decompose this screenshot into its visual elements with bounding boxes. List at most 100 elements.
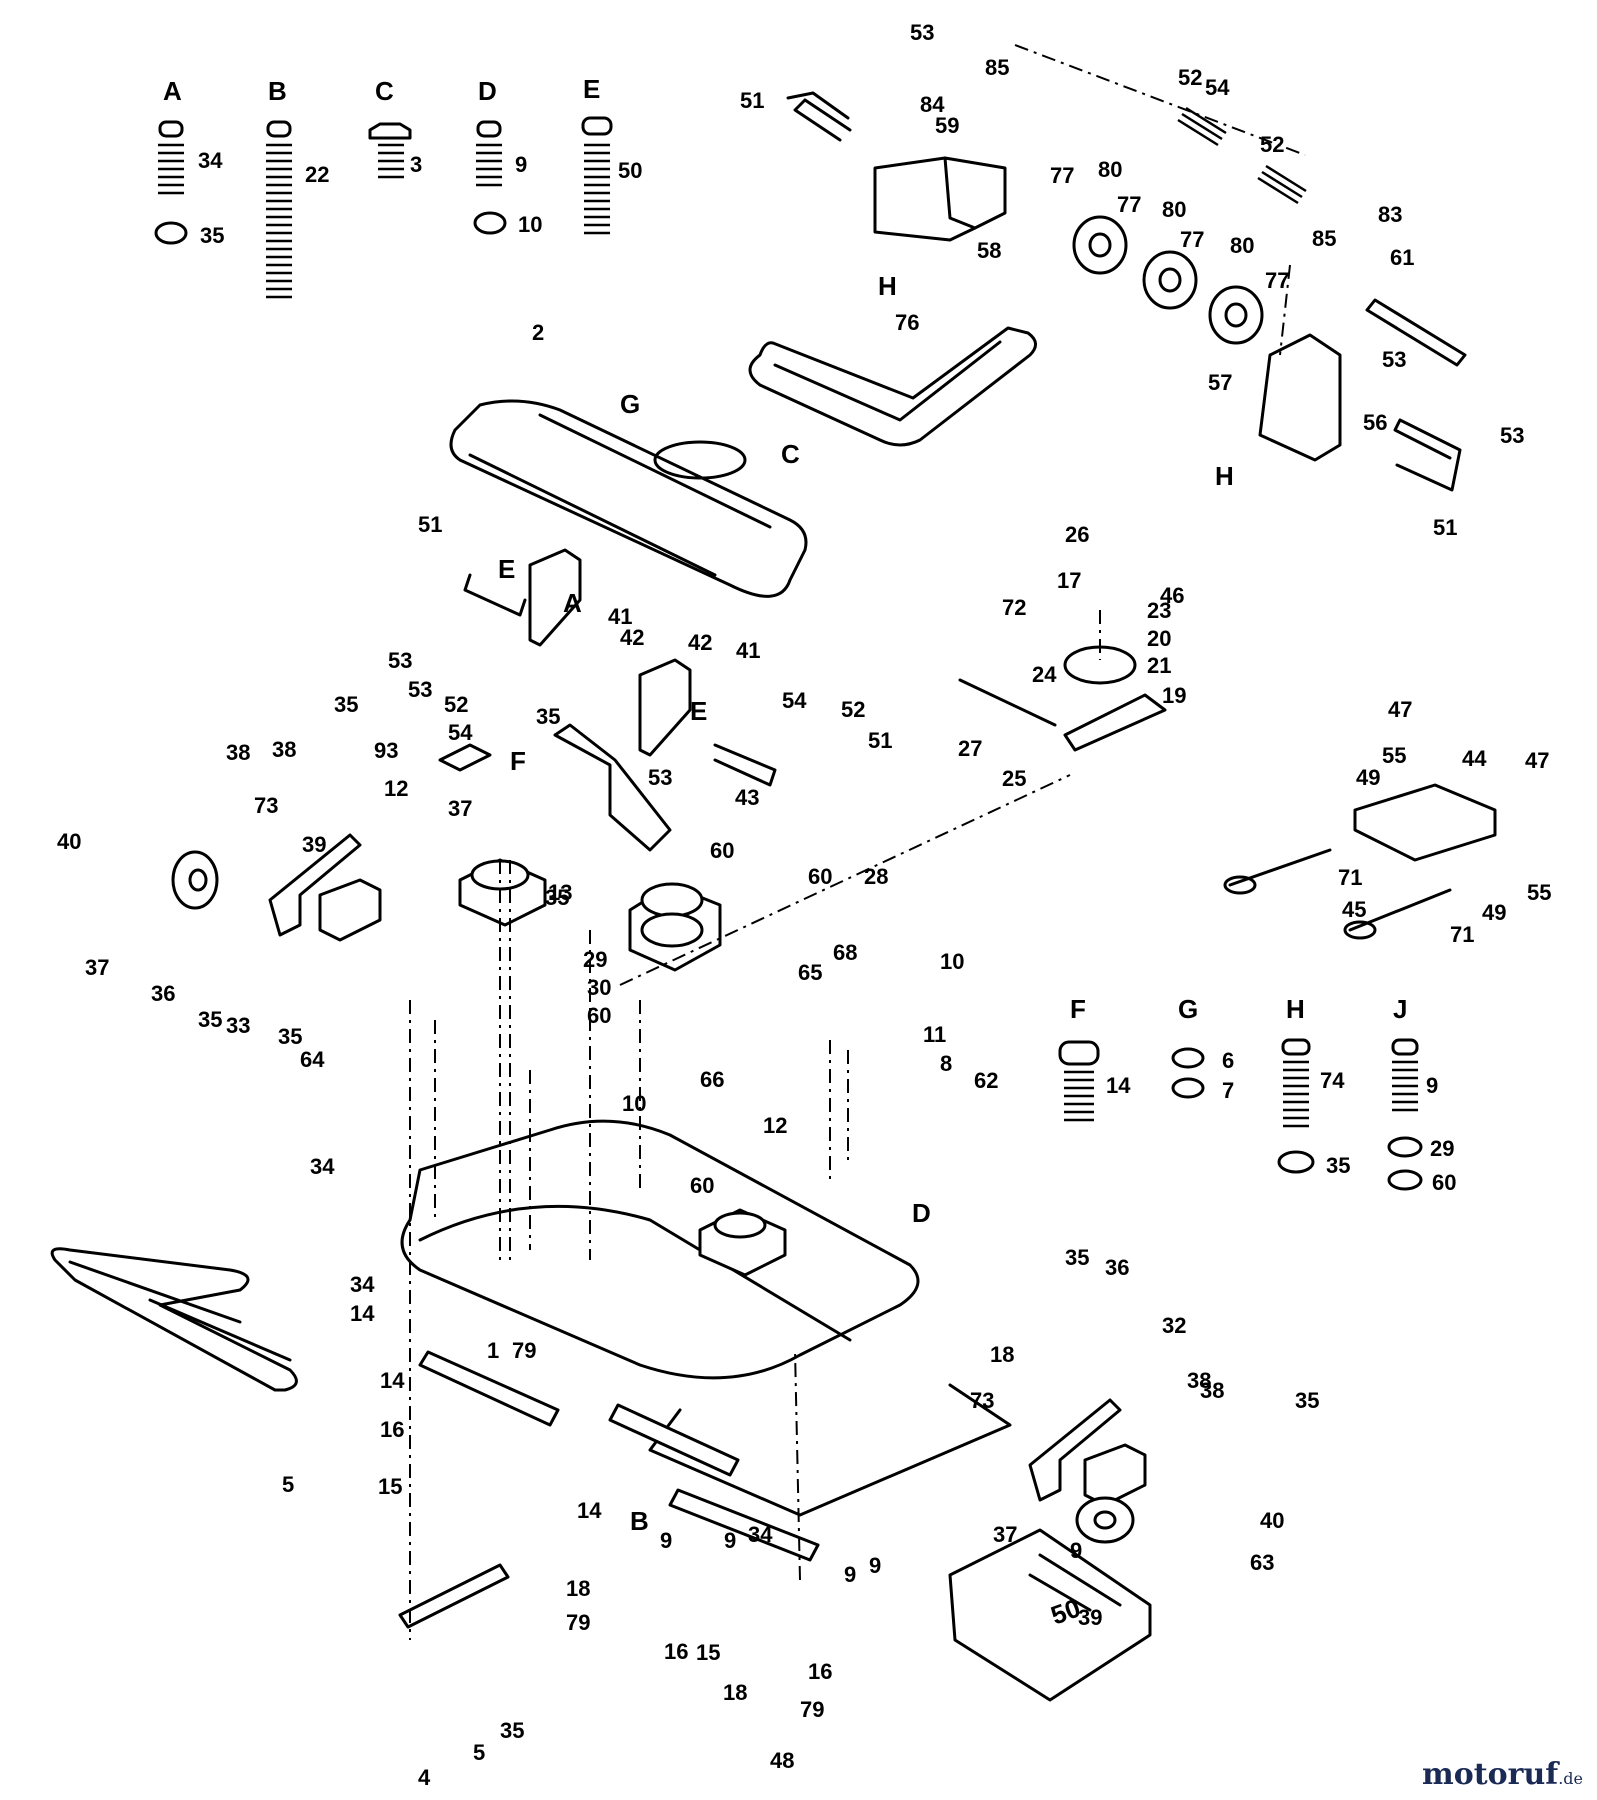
part-label: 29 (1430, 1136, 1454, 1161)
part-label: 14 (350, 1301, 375, 1326)
part-label: 64 (300, 1047, 325, 1072)
part-label: 38 (1200, 1378, 1224, 1403)
belt-cover (449, 399, 808, 598)
part-label: 52 (841, 697, 865, 722)
part-label: 9 (724, 1528, 736, 1553)
brand-watermark: motoruf.de (1422, 1757, 1583, 1792)
part-label: 35 (200, 223, 224, 248)
part-label: 41 (736, 638, 760, 663)
part-label: 74 (1320, 1068, 1345, 1093)
group-letter-c: C (375, 76, 394, 106)
line-art: 50 (50, 44, 1497, 1702)
pivot-pin (1365, 298, 1467, 367)
part-label: 53 (408, 677, 432, 702)
blade-15 (668, 1488, 820, 1562)
part-label: 16 (808, 1659, 832, 1684)
part-label: 53 (648, 765, 672, 790)
part-label: 20 (1147, 626, 1171, 651)
part-label: 35 (545, 885, 569, 910)
part-label: 79 (512, 1338, 536, 1363)
part-label: 51 (1433, 515, 1457, 540)
ref-letter: D (912, 1198, 931, 1228)
group-letter-a: A (163, 76, 182, 106)
u-bolt (1393, 418, 1462, 492)
part-label: 44 (1462, 746, 1487, 771)
part-label: 60 (587, 1003, 611, 1028)
part-label: 37 (85, 955, 109, 980)
deck-bracket (638, 658, 692, 757)
part-label: 2 (532, 320, 544, 345)
part-label: 35 (1065, 1245, 1089, 1270)
part-label: 10 (940, 949, 964, 974)
part-label: 15 (696, 1640, 720, 1665)
hardware-group-f: F 14 (1058, 994, 1131, 1122)
part-label: 62 (974, 1068, 998, 1093)
part-label: 60 (808, 864, 832, 889)
hardware-group-j: J 9 29 60 (1387, 994, 1456, 1195)
brand-suffix: .de (1558, 1769, 1583, 1788)
part-label: 35 (1295, 1388, 1319, 1413)
deck-belt-48 (50, 1247, 298, 1392)
part-label: 35 (334, 692, 358, 717)
part-label: 48 (770, 1748, 794, 1773)
part-label: 38 (272, 737, 296, 762)
part-label: 13 (548, 880, 572, 905)
spring (1177, 106, 1227, 147)
part-label: 58 (977, 238, 1001, 263)
part-label: 32 (1162, 1313, 1186, 1338)
ref-letter: C (781, 439, 800, 469)
part-label: 54 (1205, 75, 1230, 100)
pin-93 (438, 743, 492, 772)
part-label: 35 (1326, 1153, 1350, 1178)
group-letter-d: D (478, 76, 497, 106)
part-label: 16 (664, 1639, 688, 1664)
part-label: 8 (940, 1051, 952, 1076)
part-label: 79 (800, 1697, 824, 1722)
part-label: 14 (1106, 1073, 1131, 1098)
part-label: 9 (515, 152, 527, 177)
hardware-group-c: C 3 (368, 76, 422, 179)
part-label: 27 (958, 736, 982, 761)
part-label: 71 (1450, 922, 1474, 947)
part-label: 47 (1388, 697, 1412, 722)
part-label: 9 (844, 1562, 856, 1587)
part-label: 35 (536, 704, 560, 729)
part-label: 10 (622, 1091, 646, 1116)
part-label: 40 (1260, 1508, 1284, 1533)
part-label: 46 (1160, 583, 1184, 608)
deck-bracket (528, 548, 582, 647)
part-label: 80 (1162, 197, 1186, 222)
part-label: 60 (1432, 1170, 1456, 1195)
deck-bracket (553, 723, 672, 852)
idler-bracket-side (943, 156, 1007, 230)
hardware-group-h: H 74 35 (1277, 994, 1350, 1178)
part-label: 28 (864, 864, 888, 889)
part-label: 38 (1187, 1368, 1211, 1393)
group-letter-j: J (1393, 994, 1407, 1024)
hardware-group-e: E 50 (581, 74, 642, 235)
group-letter-g: G (1178, 994, 1198, 1024)
spring-27 (958, 678, 1057, 727)
part-label: 29 (583, 947, 607, 972)
part-label: 34 (350, 1272, 375, 1297)
part-label: 77 (1265, 268, 1289, 293)
ref-letter: A (563, 588, 582, 618)
part-label: 77 (1180, 227, 1204, 252)
part-label: 68 (833, 940, 857, 965)
part-label: 23 (1147, 598, 1171, 623)
part-label: 7 (1222, 1078, 1234, 1103)
part-label: 71 (1338, 865, 1362, 890)
rod-45 (1228, 848, 1452, 932)
part-label: 14 (577, 1498, 602, 1523)
part-label: 39 (302, 832, 326, 857)
blade-15 (418, 1350, 560, 1427)
part-label: 61 (1390, 245, 1414, 270)
group-letter-h: H (1286, 994, 1305, 1024)
part-label: 59 (935, 113, 959, 138)
part-label: 76 (895, 310, 919, 335)
part-label: 35 (500, 1718, 524, 1743)
part-label: 42 (688, 630, 712, 655)
part-label: 43 (735, 785, 759, 810)
part-label: 39 (1078, 1605, 1102, 1630)
blade-15 (608, 1403, 740, 1477)
